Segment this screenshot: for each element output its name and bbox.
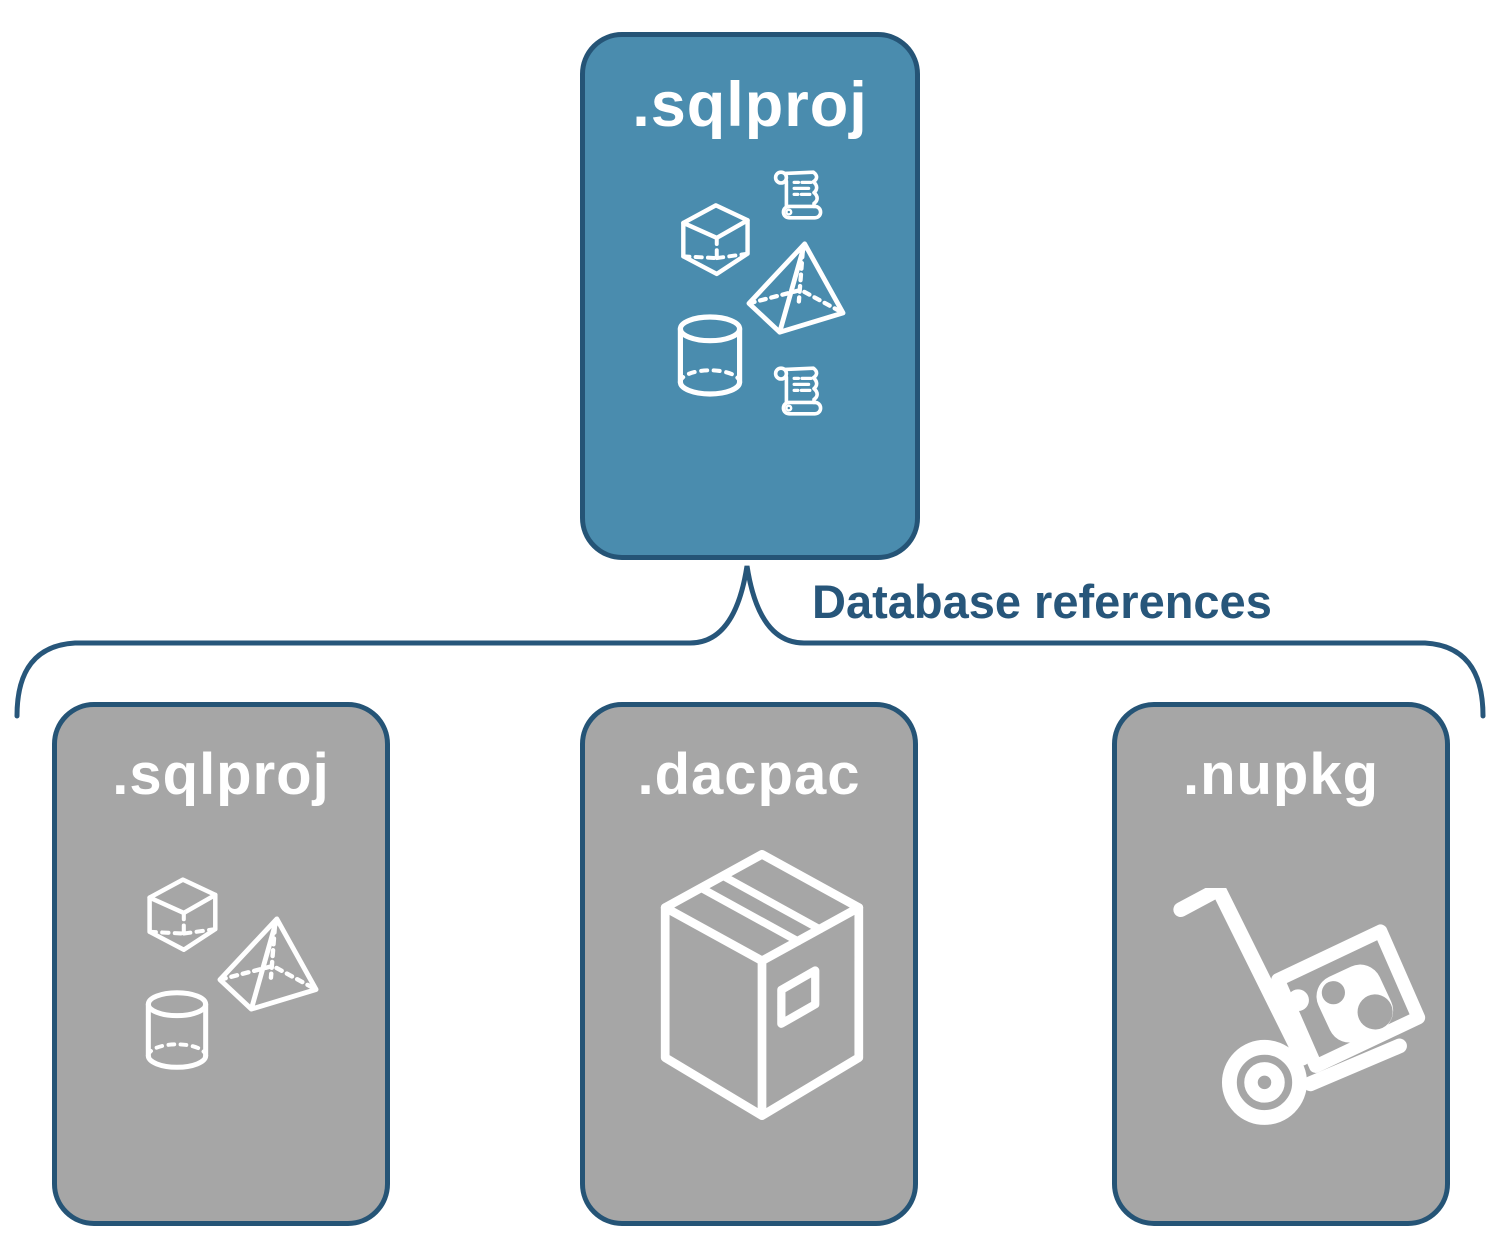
cylinder-icon xyxy=(141,987,213,1073)
cube-icon xyxy=(137,867,227,957)
child-node-title: .dacpac xyxy=(637,742,861,807)
scroll-icon xyxy=(769,167,829,229)
node-child-nupkg: .nupkg xyxy=(1112,702,1450,1226)
cylinder-icon xyxy=(673,311,747,400)
parent-node-title: .sqlproj xyxy=(632,70,868,140)
cube-icon xyxy=(671,193,759,281)
pyramid-icon xyxy=(214,915,322,1013)
node-parent-sqlproj: .sqlproj xyxy=(580,32,920,560)
package-box-icon xyxy=(641,843,883,1127)
hand-truck-package-icon xyxy=(1165,888,1445,1158)
child-node-title: .nupkg xyxy=(1182,742,1380,807)
connector-label: Database references xyxy=(812,575,1272,628)
pyramid-icon xyxy=(743,240,849,336)
child-node-title: .sqlproj xyxy=(112,742,330,807)
scroll-icon xyxy=(769,363,829,425)
node-child-sqlproj: .sqlproj xyxy=(52,702,390,1226)
node-child-dacpac: .dacpac xyxy=(580,702,918,1226)
